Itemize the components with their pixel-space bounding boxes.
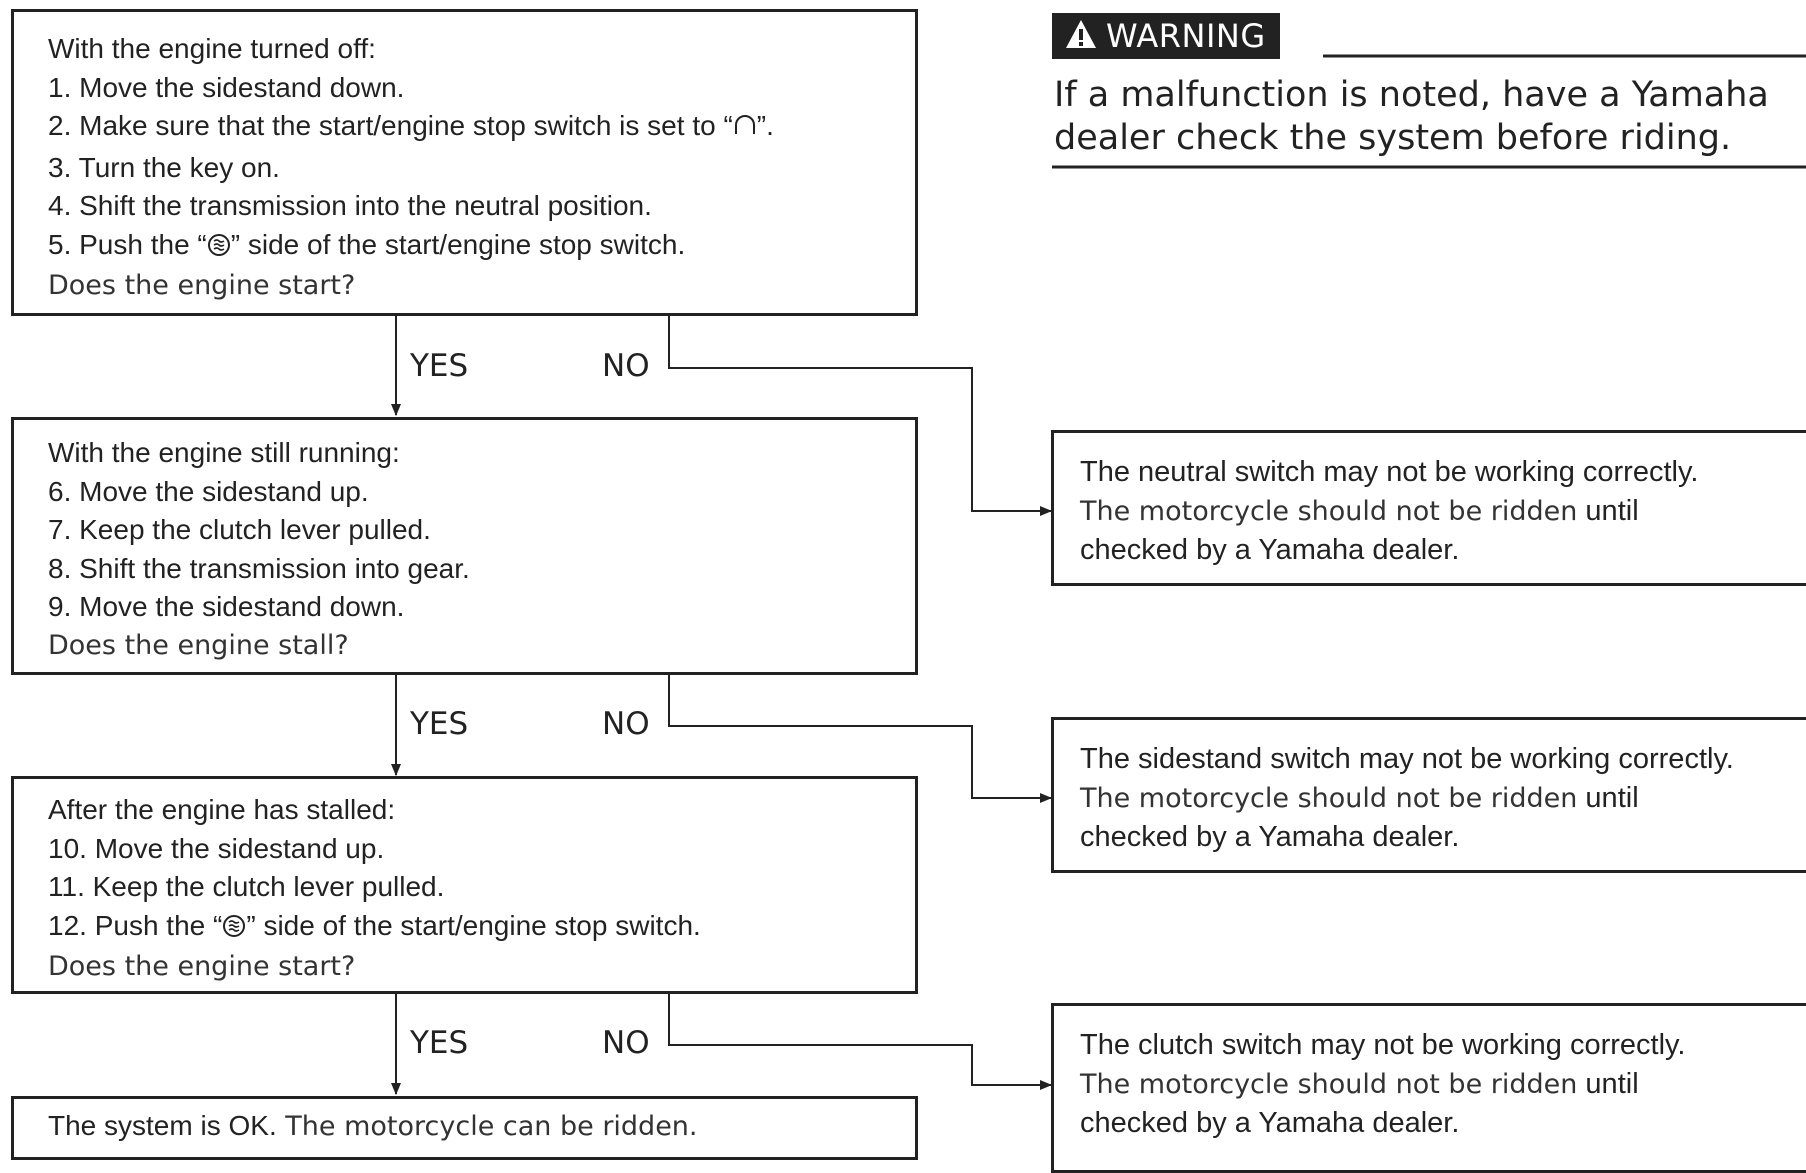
- step1-item-5: 5. Push the “” side of the start/engine …: [48, 226, 774, 268]
- step2-question: Does the engine stall?: [48, 629, 349, 661]
- no-label-2: NO: [602, 706, 650, 742]
- fault-1-line-1: The neutral switch may not be working co…: [1080, 456, 1699, 488]
- starter-button-icon: [207, 229, 231, 268]
- yes-label-3: YES: [410, 1025, 469, 1061]
- warning-text: If a malfunction is noted, have a Yamaha…: [1054, 74, 1769, 160]
- yes-label-2: YES: [410, 706, 469, 742]
- run-switch-icon: [733, 110, 757, 149]
- result-box: The system is OK. The motorcycle can be …: [11, 1096, 918, 1160]
- no-connector-1: [668, 315, 1052, 516]
- step2-item-8: 8. Shift the transmission into gear.: [48, 552, 470, 584]
- no-connector-3: [668, 994, 1052, 1090]
- warning-triangle-icon: [1064, 18, 1098, 55]
- fault-3-line-2: The motorcycle should not be ridden unti…: [1080, 1067, 1639, 1100]
- fault-2-line-2: The motorcycle should not be ridden unti…: [1080, 781, 1639, 814]
- step-box-3: After the engine has stalled: 10. Move t…: [11, 776, 918, 994]
- warning-label: WARNING: [1106, 17, 1266, 55]
- starter-button-icon: [222, 910, 246, 949]
- fault-1-line-2: The motorcycle should not be ridden unti…: [1080, 494, 1639, 527]
- step2-item-9: 9. Move the sidestand down.: [48, 591, 405, 622]
- no-label-3: NO: [602, 1025, 650, 1061]
- result-ok: The system is OK.: [48, 1110, 277, 1141]
- step3-title: After the engine has stalled:: [48, 794, 396, 825]
- step2-item-7: 7. Keep the clutch lever pulled.: [48, 514, 431, 545]
- step2-title: With the engine still running:: [48, 437, 400, 468]
- warning-badge: WARNING: [1052, 13, 1280, 59]
- step3-item-10: 10. Move the sidestand up.: [48, 832, 385, 864]
- fault-box-sidestand: The sidestand switch may not be working …: [1051, 717, 1806, 873]
- step1-item-1: 1. Move the sidestand down.: [48, 71, 405, 103]
- step1-item-4: 4. Shift the transmission into the neutr…: [48, 190, 652, 221]
- fault-box-clutch: The clutch switch may not be working cor…: [1051, 1003, 1806, 1173]
- step1-item-2: 2. Make sure that the start/engine stop …: [48, 107, 774, 149]
- fault-box-neutral: The neutral switch may not be working co…: [1051, 430, 1806, 586]
- result-text: The system is OK. The motorcycle can be …: [48, 1107, 698, 1147]
- yes-label-1: YES: [410, 348, 469, 384]
- no-label-1: NO: [602, 348, 650, 384]
- step-box-1: With the engine turned off: 1. Move the …: [11, 9, 918, 316]
- fault-2-line-3: checked by a Yamaha dealer.: [1080, 821, 1460, 853]
- step-box-2: With the engine still running: 6. Move t…: [11, 417, 918, 675]
- step3-question: Does the engine start?: [48, 951, 356, 982]
- result-rest: The motorcycle can be ridden.: [276, 1111, 698, 1142]
- step3-item-12: 12. Push the “” side of the start/engine…: [48, 907, 701, 949]
- warning-text-line-2: dealer check the system before riding.: [1054, 118, 1732, 158]
- step1-question: Does the engine start?: [48, 270, 356, 301]
- fault-3-line-3: checked by a Yamaha dealer.: [1080, 1107, 1460, 1139]
- step2-item-6: 6. Move the sidestand up.: [48, 475, 369, 507]
- fault-2-line-1: The sidestand switch may not be working …: [1080, 743, 1734, 775]
- step1-title: With the engine turned off:: [48, 33, 376, 64]
- fault-1-line-3: checked by a Yamaha dealer.: [1080, 534, 1460, 566]
- step3-item-11: 11. Keep the clutch lever pulled.: [48, 871, 445, 902]
- fault-3-line-1: The clutch switch may not be working cor…: [1080, 1029, 1686, 1061]
- step1-item-3: 3. Turn the key on.: [48, 151, 280, 183]
- no-connector-2: [668, 675, 1052, 803]
- warning-text-line-1: If a malfunction is noted, have a Yamaha: [1054, 75, 1769, 115]
